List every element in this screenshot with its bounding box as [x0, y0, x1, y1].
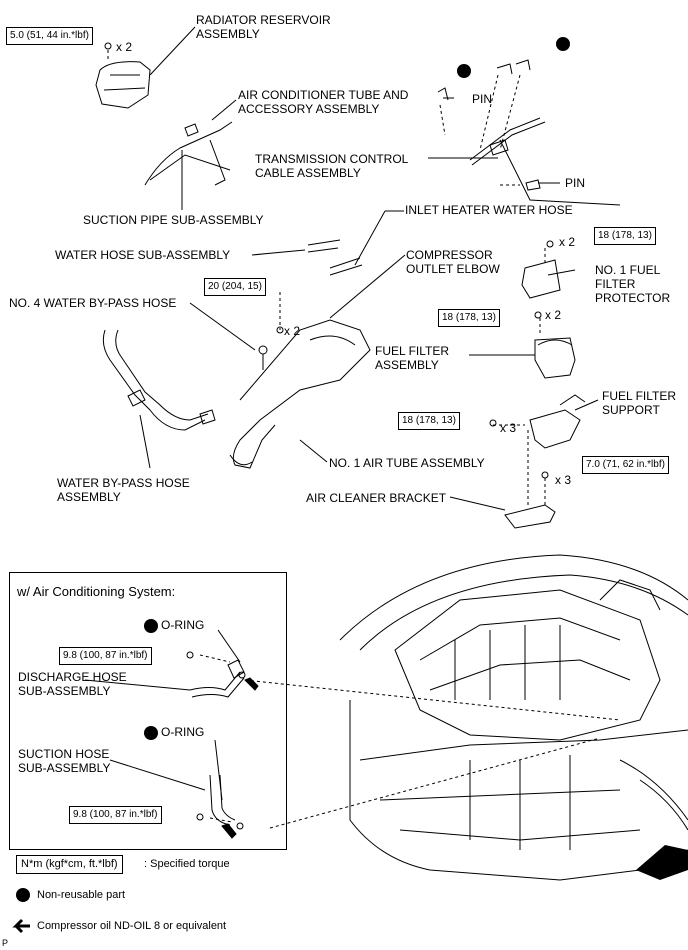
label-pin-top: PIN	[472, 92, 493, 106]
leader-ac-tube	[211, 99, 237, 121]
footer-mark: P	[2, 938, 9, 948]
leader-compressor-outlet	[329, 254, 406, 319]
oil-arrow-2	[221, 823, 237, 839]
engine-block-outline	[394, 589, 661, 741]
torque-support: 18 (178, 13)	[398, 412, 460, 430]
leader-air-tube	[299, 439, 328, 463]
inset-title: w/ Air Conditioning System:	[17, 584, 176, 599]
leader-protector	[547, 269, 576, 276]
leader-bracket	[449, 496, 506, 511]
label-discharge-hose: DISCHARGE HOSE SUB-ASSEMBLY	[18, 670, 127, 698]
label-water-hose: WATER HOSE SUB-ASSEMBLY	[55, 248, 231, 262]
label-fuel-filter-support: FUEL FILTER SUPPORT	[602, 389, 677, 417]
fuel-support-shape	[529, 409, 581, 449]
qty-bracket: x 3	[555, 473, 572, 487]
label-radiator-reservoir: RADIATOR RESERVOIR ASSEMBLY	[196, 13, 331, 41]
legend-torque-desc: : Specified torque	[144, 858, 230, 870]
legend-nonreusable: Non-reusable part	[37, 889, 126, 901]
qty-support: x 3	[500, 421, 517, 435]
label-pin-bottom: PIN	[565, 176, 586, 190]
legend-torque-unit: N*m (kgf*cm, ft.*lbf)	[16, 855, 123, 874]
engine-shadow	[636, 845, 688, 880]
label-inlet-heater: INLET HEATER WATER HOSE	[405, 203, 573, 217]
fuel-protector-shape	[521, 259, 561, 299]
label-fuel-filter-protector: NO. 1 FUEL FILTER PROTECTOR	[595, 263, 671, 305]
torque-radiator: 5.0 (51, 44 in.*lbf)	[6, 27, 93, 45]
hood-outline	[339, 554, 688, 641]
label-transmission-cable: TRANSMISSION CONTROL CABLE ASSEMBLY	[255, 152, 409, 180]
torque-suction: 9.8 (100, 87 in.*lbf)	[69, 806, 162, 824]
label-bypass-assembly: WATER BY-PASS HOSE ASSEMBLY	[57, 476, 190, 504]
label-suction-pipe: SUCTION PIPE SUB-ASSEMBLY	[83, 213, 264, 227]
oring-dot-1	[144, 619, 158, 633]
label-fuel-filter-assembly: FUEL FILTER ASSEMBLY	[375, 344, 450, 372]
bypass-hose-shape	[102, 329, 209, 431]
legend-compressor-oil: Compressor oil ND-OIL 8 or equivalent	[37, 920, 227, 932]
water-hose-shape	[307, 239, 363, 276]
discharge-hose-shape	[189, 671, 245, 698]
leader-water-hose	[251, 249, 306, 256]
leader-bypass-no4	[189, 302, 256, 351]
transmission-cable-shape	[469, 117, 621, 206]
torque-air-tube: 20 (204, 15)	[204, 278, 266, 296]
label-bypass-no4: NO. 4 WATER BY-PASS HOSE	[9, 296, 177, 310]
label-air-cleaner-bracket: AIR CLEANER BRACKET	[306, 491, 447, 505]
label-oring-1: O-RING	[161, 618, 205, 632]
oil-arrow-1	[244, 677, 259, 691]
ac-tube-shape	[144, 121, 233, 186]
torque-protector: 18 (178, 13)	[594, 227, 656, 245]
torque-bracket: 7.0 (71, 62 in.*lbf)	[582, 456, 669, 474]
label-air-tube: NO. 1 AIR TUBE ASSEMBLY	[329, 456, 485, 470]
qty-radiator: x 2	[116, 40, 133, 54]
bracket-shape	[504, 504, 556, 529]
qty-fuel-filter: x 2	[545, 308, 562, 322]
radiator-reservoir-shape	[95, 61, 151, 109]
qty-protector: x 2	[559, 235, 576, 249]
label-ac-tube: AIR CONDITIONER TUBE AND ACCESSORY ASSEM…	[238, 88, 409, 116]
leader-fuel-support	[574, 399, 599, 411]
fuel-filter-shape	[534, 337, 576, 379]
oring-dot-2	[144, 726, 158, 740]
leader-radiator	[149, 26, 196, 76]
air-tube-shape	[232, 319, 371, 469]
qty-air-tube: x 2	[284, 324, 301, 338]
torque-discharge: 9.8 (100, 87 in.*lbf)	[59, 647, 152, 665]
inset-ac-system	[9, 572, 287, 850]
label-oring-2: O-RING	[161, 725, 205, 739]
leader-bypass-assembly	[139, 414, 151, 469]
legend-nonreusable-dot	[16, 888, 30, 902]
label-compressor-outlet: COMPRESSOR OUTLET ELBOW	[406, 248, 500, 276]
legend-arrow-icon	[12, 918, 30, 934]
torque-fuel-filter: 18 (178, 13)	[438, 309, 500, 327]
nonreusable-dot-2	[556, 37, 570, 51]
label-suction-hose: SUCTION HOSE SUB-ASSEMBLY	[18, 747, 111, 775]
nonreusable-dot-1	[457, 64, 471, 78]
